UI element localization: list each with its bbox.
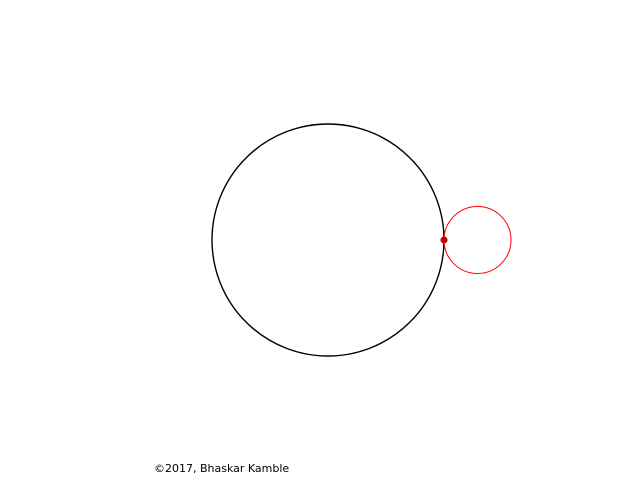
fixed-circle (211, 123, 445, 357)
tracing-point (440, 236, 448, 244)
rolling-circle (443, 206, 512, 274)
copyright-credit: ©2017, Bhaskar Kamble (154, 462, 290, 475)
